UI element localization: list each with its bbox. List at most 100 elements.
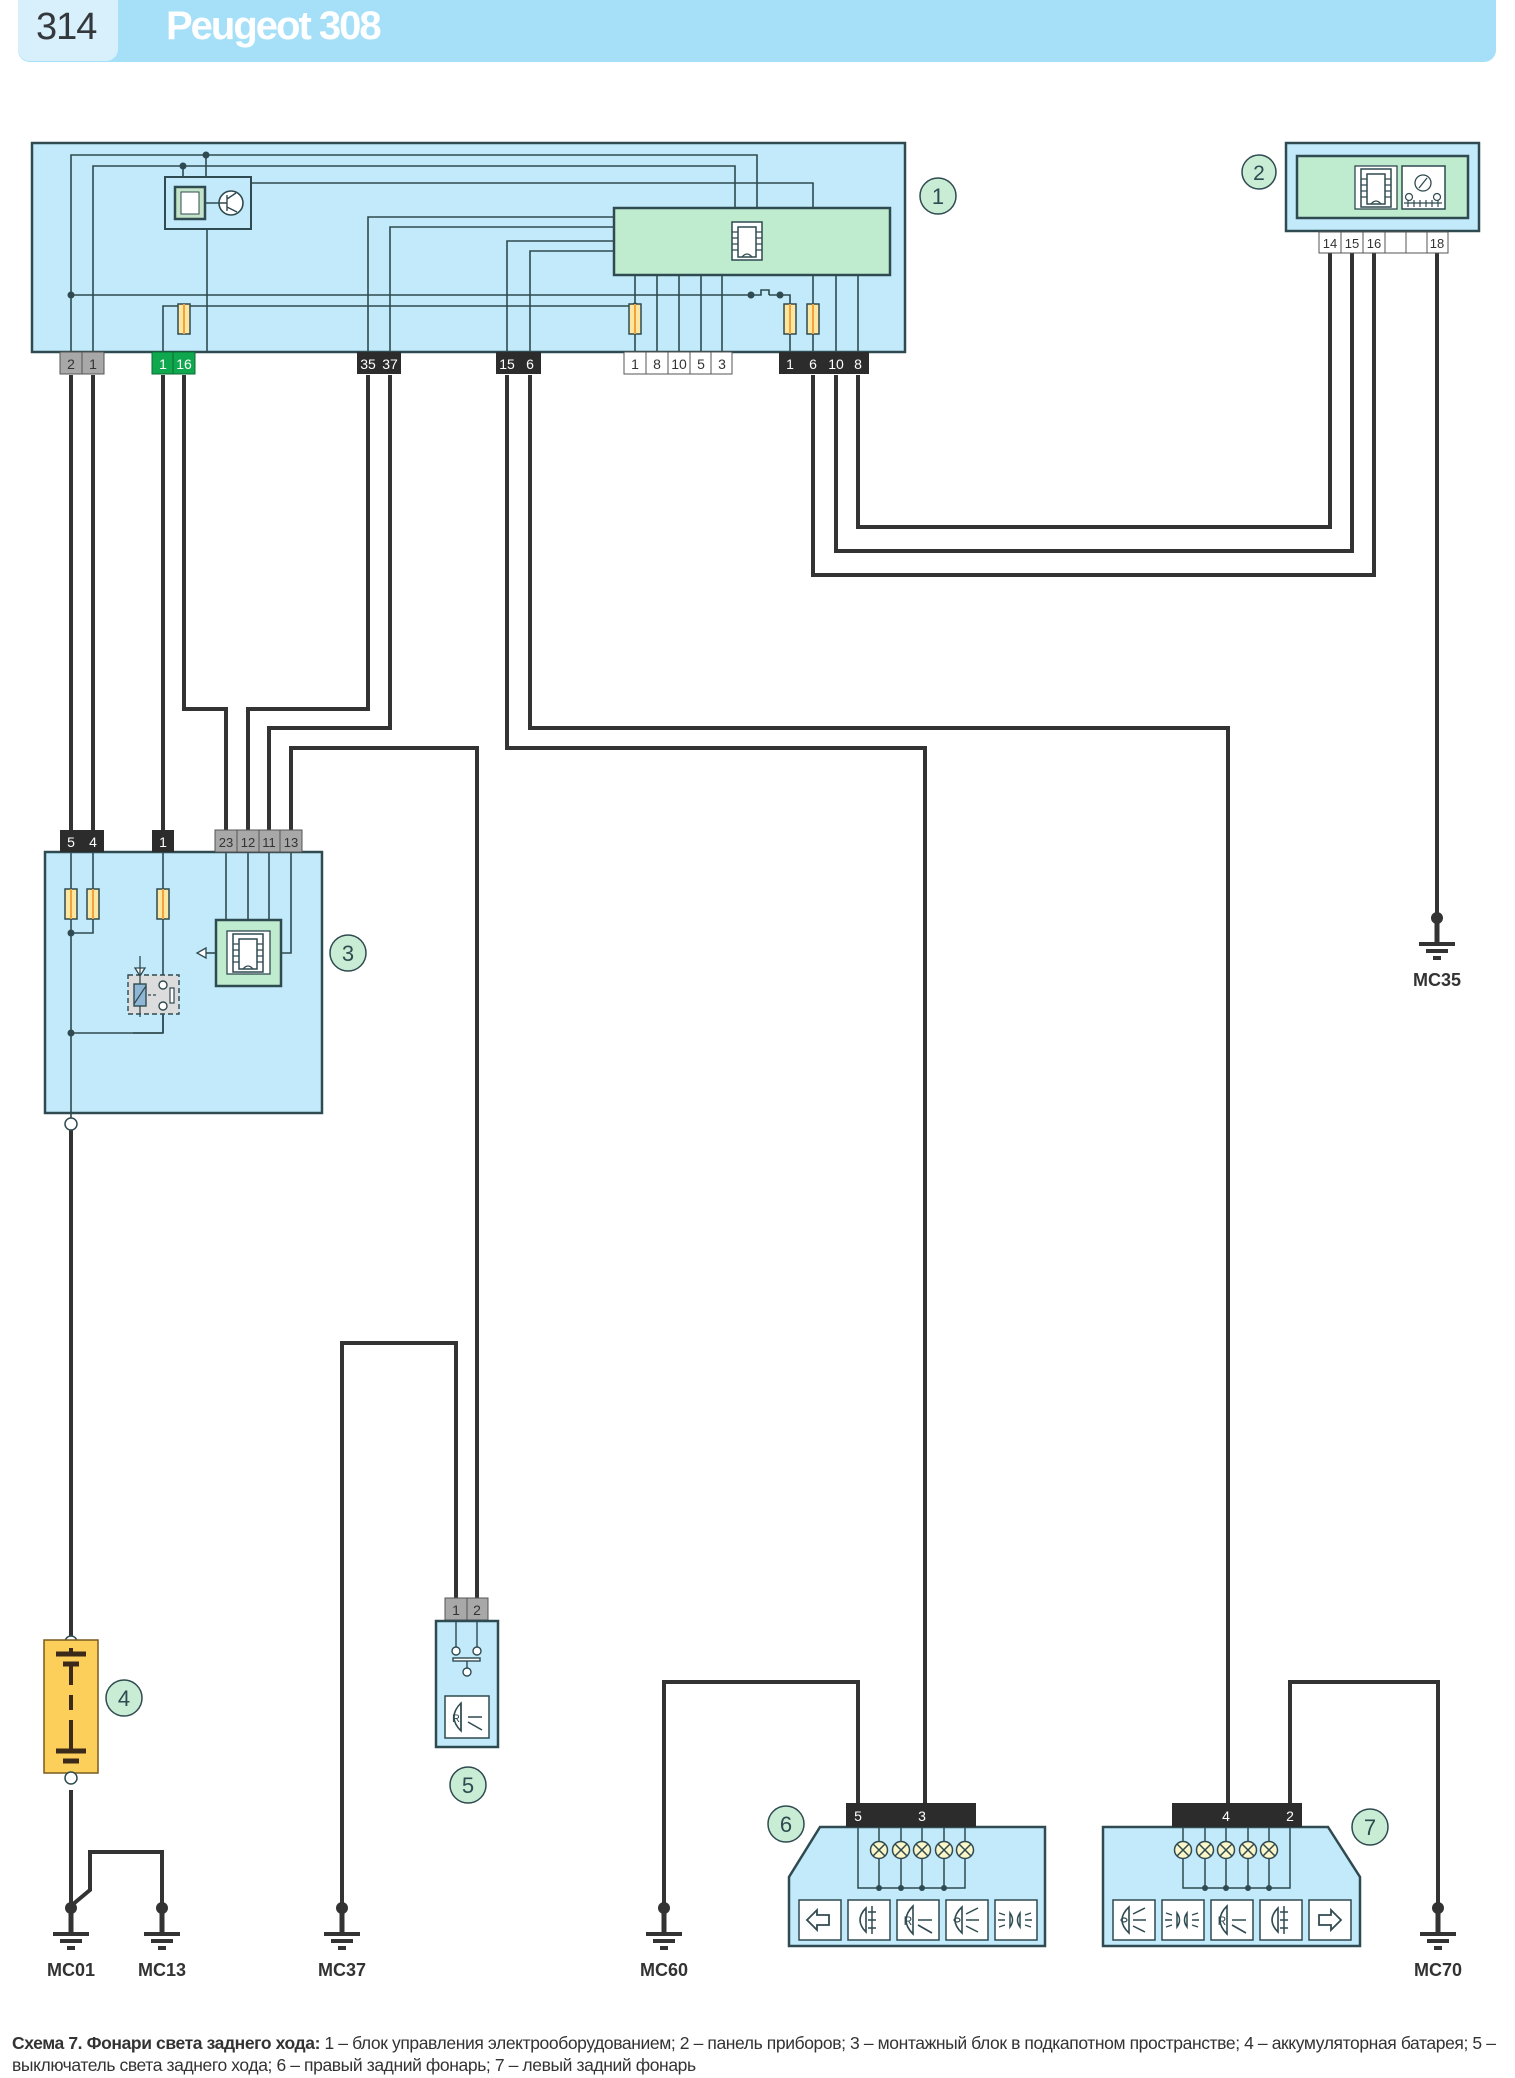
component-6-right-rear-lamp[interactable]: 5 3 R <box>787 1803 1047 1948</box>
c1-connector-g3: 35 37 <box>357 352 401 374</box>
ground-icon <box>1420 1902 1456 1948</box>
c1-connector-g4: 15 6 <box>496 352 541 374</box>
svg-text:2: 2 <box>1253 162 1265 185</box>
position-lamp-icon <box>945 1899 989 1941</box>
reverse-lamp-icon: R <box>444 1695 490 1739</box>
component-5-reverse-switch[interactable]: 1 2 R <box>434 1597 500 1749</box>
ground-mc60: MC60 <box>640 1902 688 1980</box>
pin-label: 16 <box>176 356 192 372</box>
pin-label: 1 <box>786 356 794 372</box>
wire-c1-10-c2-15 <box>834 242 1354 553</box>
external-wires <box>69 242 1440 1908</box>
turn-signal-right-icon <box>1308 1899 1352 1941</box>
pin-label: 18 <box>1430 236 1444 251</box>
pin-label: 1 <box>159 834 167 850</box>
svg-text:1: 1 <box>932 184 944 209</box>
wire-c1-35-c3-12 <box>246 375 370 842</box>
gauge-icon <box>1401 165 1446 210</box>
svg-text:5: 5 <box>462 1773 474 1798</box>
caption-title: Схема 7. Фонари света заднего хода: <box>12 2033 321 2053</box>
component-3-fuse-box[interactable]: 5 4 1 23 12 11 13 <box>43 829 324 1131</box>
pin-label: 4 <box>1222 1808 1230 1824</box>
pin-label: 6 <box>809 356 817 372</box>
wire-c7-2-mc70 <box>1288 1680 1440 1908</box>
page-title: Peugeot 308 <box>166 4 382 48</box>
pin-label: 10 <box>828 356 844 372</box>
pin-label: 23 <box>219 835 233 850</box>
c1-connector-g2: 1 16 <box>151 351 196 375</box>
pin-label: 1 <box>89 356 97 372</box>
side-lamp-icon <box>1161 1899 1205 1941</box>
pin-label: 10 <box>671 356 687 372</box>
callout-3: 3 <box>329 934 367 972</box>
header-bar <box>18 0 1496 62</box>
reverse-lamp-icon: R <box>1210 1899 1254 1941</box>
pin-label: 1 <box>159 356 167 372</box>
figure-caption: Схема 7. Фонари света заднего хода: 1 – … <box>12 2032 1507 2076</box>
pin-label: 2 <box>1286 1808 1294 1824</box>
pin-label: 2 <box>473 1602 481 1618</box>
ground-icon <box>1419 912 1455 958</box>
pin-label: 16 <box>1367 236 1381 251</box>
wire-c1-37-c3-11 <box>267 375 392 842</box>
ground-mc01: MC01 <box>47 1902 95 1980</box>
c5-connector: 1 2 <box>444 1597 489 1621</box>
pin-label: 3 <box>918 1808 926 1824</box>
pin-label: 3 <box>718 356 726 372</box>
ground-mc35: MC35 <box>1413 912 1461 990</box>
pin-label: 15 <box>499 356 515 372</box>
relay-icon <box>127 956 180 1017</box>
c1-connector-g6: 1 6 10 8 <box>779 352 869 374</box>
svg-text:MC13: MC13 <box>138 1960 186 1980</box>
wire-c6-5-mc60 <box>662 1680 860 1908</box>
wire-mc01-mc13 <box>70 1850 164 1908</box>
wire-c1-16-c3-23 <box>182 375 228 842</box>
svg-text:R: R <box>452 1713 460 1725</box>
svg-text:6: 6 <box>780 1812 792 1837</box>
pin-label: 5 <box>854 1808 862 1824</box>
ground-mc37: MC37 <box>318 1902 366 1980</box>
component-1-bsi[interactable]: 2 1 1 16 35 37 15 6 1 8 10 5 3 <box>30 141 907 375</box>
component-7-left-rear-lamp[interactable]: 4 2 R <box>1101 1803 1362 1948</box>
callout-7: 7 <box>1351 1808 1389 1846</box>
pin-label: 2 <box>67 356 75 372</box>
c2-connector: 14 15 16 18 <box>1318 231 1449 254</box>
component-2-instrument-panel[interactable]: 14 15 16 18 <box>1284 141 1481 254</box>
wire-c5-1-mc37 <box>340 1341 458 1908</box>
pin-label: 4 <box>89 834 97 850</box>
svg-text:4: 4 <box>118 1686 130 1711</box>
pin-label: 5 <box>67 834 75 850</box>
chip-icon <box>731 221 763 261</box>
component-4-battery[interactable] <box>43 1635 99 1785</box>
switch-icon <box>451 1621 482 1677</box>
chip-icon <box>1354 165 1398 210</box>
callout-4: 4 <box>105 1679 143 1717</box>
pin-label: 8 <box>854 356 862 372</box>
pin-label: 1 <box>452 1602 460 1618</box>
battery-icon <box>56 1648 86 1764</box>
side-lamp-icon <box>994 1899 1038 1941</box>
svg-text:R: R <box>1218 1914 1227 1928</box>
svg-text:3: 3 <box>342 941 354 966</box>
ground-icon <box>144 1902 180 1948</box>
wire-c1-8-c2-14 <box>856 242 1332 529</box>
reverse-lamp-icon: R <box>896 1899 940 1941</box>
callout-2: 2 <box>1241 154 1277 190</box>
svg-text:MC60: MC60 <box>640 1960 688 1980</box>
pin-label: 12 <box>241 835 255 850</box>
pin-label: 11 <box>262 835 276 850</box>
turn-signal-left-icon <box>798 1899 842 1941</box>
c3-connector-g2: 1 <box>152 830 174 852</box>
ground-icon <box>646 1902 682 1948</box>
page-number: 314 <box>36 6 97 48</box>
c1-connector-g1: 2 1 <box>59 351 105 375</box>
caption-text: 1 – блок управления электрооборудованием… <box>12 2033 1496 2075</box>
fog-lamp-icon <box>1259 1899 1303 1941</box>
wire-c1-6-c7-4 <box>528 375 1230 1803</box>
pin-label: 13 <box>284 835 298 850</box>
svg-text:MC35: MC35 <box>1413 970 1461 990</box>
wire-c3-13-c5-2 <box>289 746 479 1598</box>
pin-label: 14 <box>1323 236 1337 251</box>
chip-icon <box>232 933 264 973</box>
